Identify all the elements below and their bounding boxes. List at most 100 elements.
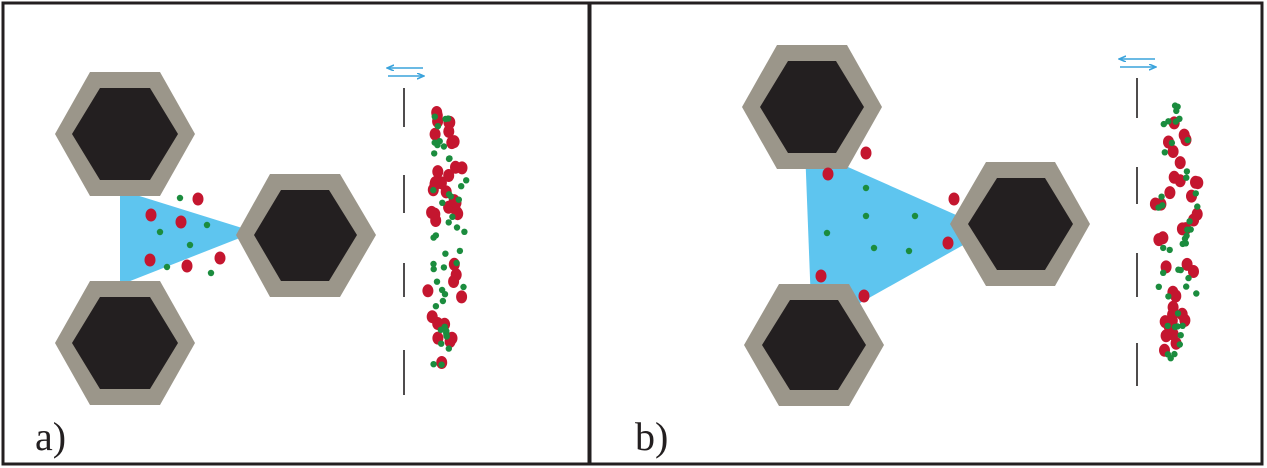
channel-region (805, 148, 990, 330)
green-particle (1165, 293, 1172, 300)
green-particle (463, 177, 470, 184)
channel-particles (815, 146, 960, 303)
green-particle (1166, 246, 1173, 254)
green-particle (1185, 274, 1192, 282)
green-particle (1184, 226, 1191, 233)
green-particle (446, 155, 453, 162)
green-particle (1172, 118, 1180, 125)
green-particle (1179, 322, 1186, 329)
panel-label-a: a) (35, 414, 66, 459)
green-particle (461, 228, 468, 235)
red-particle (1167, 308, 1179, 322)
green-particle (453, 224, 461, 231)
panel-a (55, 68, 470, 405)
green-particle (1186, 218, 1193, 225)
green-particle (440, 264, 448, 271)
hexagon-particle (55, 281, 195, 405)
green-particle (438, 361, 445, 368)
red-particle (448, 135, 460, 149)
green-particle (1183, 174, 1190, 181)
green-particle (432, 303, 440, 310)
green-particle (1179, 240, 1186, 248)
green-particle (449, 213, 456, 220)
green-particle (438, 340, 445, 347)
red-particle (426, 205, 438, 219)
green-particle (456, 247, 464, 255)
green-particle (1159, 202, 1166, 209)
green-particle (438, 286, 446, 294)
hexagon-particle (744, 284, 884, 406)
green-particle (430, 234, 437, 241)
red-particle (450, 160, 461, 174)
green-particle (431, 113, 438, 120)
green-particle (1176, 341, 1184, 348)
hexagon-particle (950, 162, 1090, 286)
green-particle (460, 283, 467, 291)
red-particle (1167, 327, 1179, 341)
green-particle (1177, 266, 1184, 274)
particle-cloud (1149, 102, 1204, 362)
green-particle (431, 150, 438, 157)
hexagon-particle (236, 174, 376, 297)
green-particle (453, 259, 460, 267)
green-particle (444, 115, 452, 122)
hexagon-particle (742, 45, 882, 169)
panel-label-b: b) (635, 414, 668, 459)
green-particle (1193, 290, 1200, 297)
red-particle (429, 127, 441, 141)
green-particle (439, 297, 447, 305)
red-particle (1191, 207, 1203, 221)
green-particle (1165, 118, 1172, 125)
green-particle (1183, 168, 1191, 175)
green-particle (1164, 351, 1172, 358)
green-particle (440, 143, 448, 150)
channel-particles (144, 192, 226, 277)
green-particle (430, 361, 437, 368)
green-particle (434, 123, 442, 130)
green-particle (1177, 332, 1184, 339)
green-particle (445, 345, 452, 352)
red-particle (432, 165, 444, 179)
hexagon-particle (55, 72, 195, 196)
red-particle (1174, 156, 1186, 170)
green-particle (1171, 350, 1178, 358)
red-particle (448, 275, 460, 288)
green-particle (445, 191, 453, 198)
red-particle (426, 310, 438, 324)
green-particle (1161, 149, 1169, 156)
green-particle (1192, 190, 1200, 197)
green-particle (1168, 139, 1176, 147)
red-particle (443, 124, 455, 138)
panel-b (742, 45, 1204, 406)
green-particle (1164, 322, 1171, 330)
red-particle (1181, 257, 1193, 271)
red-particle (456, 290, 468, 304)
red-particle (1153, 233, 1165, 247)
green-particle (1194, 203, 1201, 210)
green-particle (445, 219, 452, 226)
green-particle (1173, 107, 1180, 115)
red-particle (1164, 186, 1176, 200)
green-particle (436, 138, 443, 145)
green-particle (1171, 323, 1179, 331)
red-particle (429, 176, 441, 190)
red-particle (422, 284, 434, 298)
green-particle (1184, 136, 1191, 144)
green-particle (1183, 232, 1190, 239)
green-particle (442, 250, 449, 257)
green-particle (1160, 120, 1168, 128)
particle-cloud (422, 106, 470, 369)
green-particle (443, 333, 450, 340)
red-particle (1170, 289, 1182, 303)
green-particle (1160, 244, 1167, 252)
green-particle (1183, 283, 1190, 290)
green-particle (433, 278, 441, 285)
red-particle (1168, 170, 1180, 184)
green-particle (430, 260, 437, 268)
green-particle (1158, 193, 1165, 200)
bidirectional-arrow-icon (1120, 59, 1155, 67)
green-particle (1160, 269, 1167, 276)
green-particle (437, 326, 444, 333)
